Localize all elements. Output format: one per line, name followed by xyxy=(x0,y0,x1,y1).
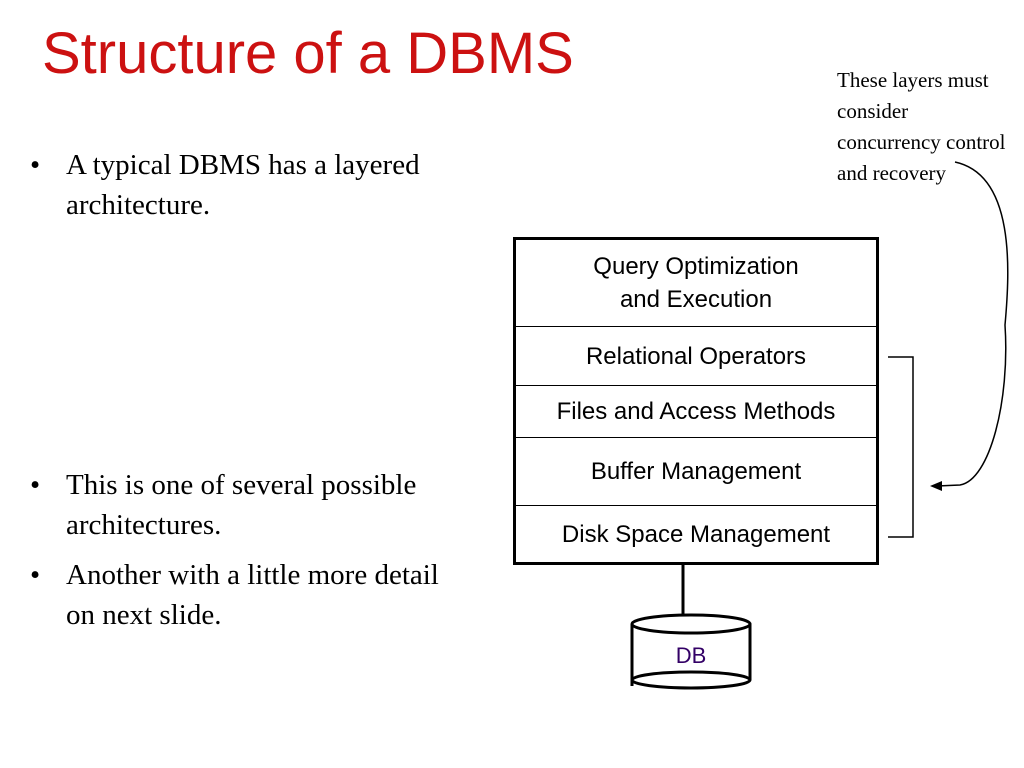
layer-relational-operators: Relational Operators xyxy=(516,327,876,386)
bullet-list-bottom: • This is one of several possible archit… xyxy=(30,465,440,645)
slide-title: Structure of a DBMS xyxy=(42,21,574,86)
layer-bracket xyxy=(888,356,914,538)
layer-files-access-methods: Files and Access Methods xyxy=(516,386,876,438)
bullet-text: This is one of several possible architec… xyxy=(66,469,417,541)
layer-stack: Query Optimization and Execution Relatio… xyxy=(513,237,879,565)
bullet-item: • This is one of several possible archit… xyxy=(30,465,440,545)
note-curved-arrow xyxy=(936,161,1009,487)
bullet-marker: • xyxy=(30,469,41,501)
bullet-item: • A typical DBMS has a layered architect… xyxy=(30,145,440,225)
side-note: These layers must consider concurrency c… xyxy=(837,68,1006,185)
layer-buffer-management: Buffer Management xyxy=(516,438,876,506)
layer-disk-space-management: Disk Space Management xyxy=(561,520,831,548)
bullet-marker: • xyxy=(30,559,41,591)
bullet-item: • Another with a little more detail on n… xyxy=(30,555,440,635)
database-cylinder-icon xyxy=(630,613,752,690)
database-label: DB xyxy=(675,643,707,668)
bullet-text: Another with a little more detail on nex… xyxy=(66,559,439,631)
bullet-marker: • xyxy=(30,149,41,181)
layer-query-optimization: Query Optimization and Execution xyxy=(516,240,876,327)
bullet-text: A typical DBMS has a layered architectur… xyxy=(66,149,420,221)
bullet-list-top: • A typical DBMS has a layered architect… xyxy=(30,145,440,235)
arrowhead-icon xyxy=(930,481,942,491)
